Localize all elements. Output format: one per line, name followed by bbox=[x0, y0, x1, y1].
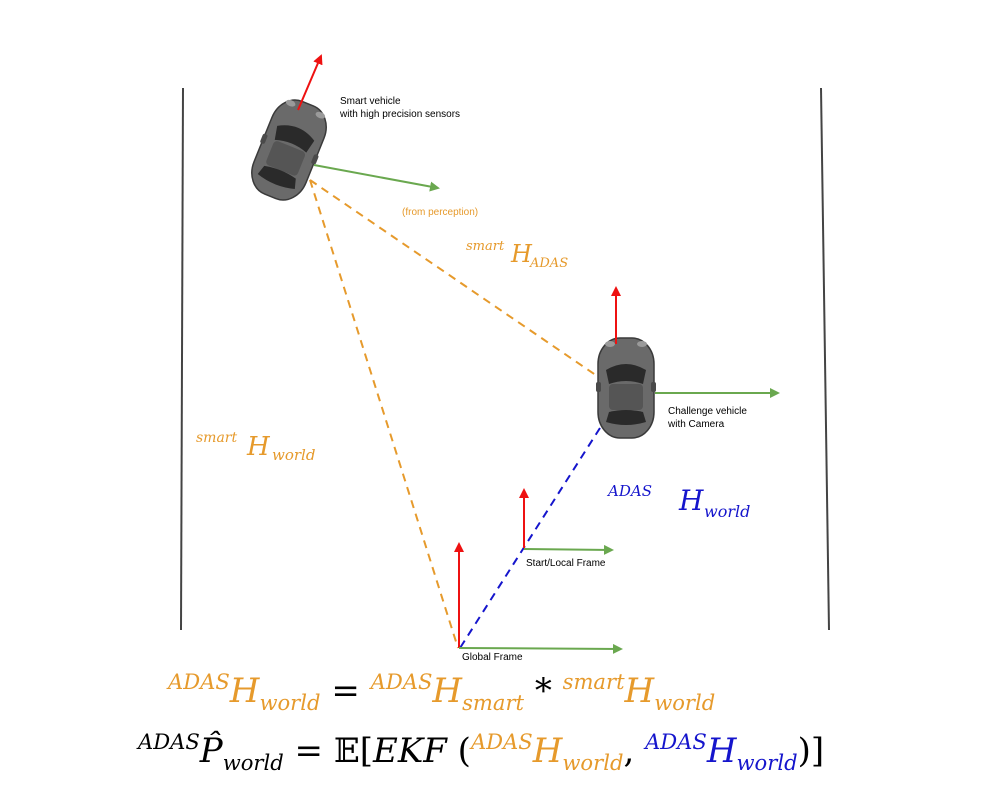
eq2-left-paren: ( bbox=[457, 731, 471, 771]
eq2-expectation: 𝔼 bbox=[333, 731, 360, 771]
global-frame-x-arrow bbox=[458, 643, 623, 654]
eq2-a2-sub: world bbox=[736, 750, 798, 775]
eq2-lhs-sup: ADAS bbox=[138, 728, 200, 754]
smart-vehicle-label-line1: Smart vehicle bbox=[340, 96, 401, 107]
smart-H-world-label: smart H world bbox=[196, 427, 315, 464]
eq2-right-paren: ) bbox=[797, 731, 811, 771]
eq2-ekf: EKF bbox=[373, 731, 447, 771]
eq1-lhs-base: H bbox=[229, 671, 260, 711]
eq1-equals: = bbox=[331, 671, 360, 711]
road-left-edge bbox=[180, 87, 184, 631]
eq2-a1-base: H bbox=[532, 731, 563, 771]
smart-vehicle-label-line2: with high precision sensors bbox=[339, 109, 460, 120]
eq2-left-bracket: [ bbox=[359, 731, 374, 771]
eq2-a1-sup: ADAS bbox=[470, 728, 533, 754]
smart-vehicle-heading-arrow bbox=[297, 54, 323, 111]
road-right-edge bbox=[820, 87, 830, 631]
global-frame-label: Global Frame bbox=[462, 652, 523, 663]
smart-vehicle-lateral-arrow bbox=[313, 164, 440, 192]
eq1-t2-sub: world bbox=[654, 690, 716, 715]
challenge-vehicle-icon bbox=[595, 337, 657, 439]
eq1-lhs-sub: world bbox=[259, 690, 321, 715]
smart-H-adas-label: smart H ADAS bbox=[466, 235, 568, 271]
eq1-times: * bbox=[534, 671, 552, 711]
start-local-frame-label: Start/Local Frame bbox=[526, 558, 606, 569]
eq2-a2-base: H bbox=[706, 731, 737, 771]
eq2-comma: , bbox=[623, 731, 635, 771]
eq1-t2-sup: smart bbox=[562, 668, 625, 694]
smart-to-adas-dashed-line bbox=[309, 179, 601, 379]
challenge-vehicle-label-line1: Challenge vehicle bbox=[668, 406, 747, 417]
eq1-t1-sup: ADAS bbox=[370, 668, 433, 694]
local-frame-x-arrow bbox=[523, 544, 614, 555]
equation-ekf-fusion: ADASP̂world = 𝔼[EKF (ADASHworld, ADASHwo… bbox=[138, 731, 825, 773]
eq2-a1-sub: world bbox=[562, 750, 624, 775]
from-perception-label: (from perception) bbox=[402, 207, 478, 218]
adas-H-world-label: ADAS H world bbox=[606, 481, 750, 521]
smart-vehicle-icon bbox=[241, 91, 337, 209]
eq1-t1-sub: smart bbox=[462, 690, 524, 715]
eq1-lhs-sup: ADAS bbox=[168, 668, 230, 694]
smart-to-world-dashed-line bbox=[309, 179, 459, 649]
adas-to-world-dashed-line bbox=[459, 427, 601, 649]
eq2-equals: = bbox=[294, 731, 324, 771]
equation-composition: ADASHworld = ADASHsmart * smartHworld bbox=[168, 671, 715, 713]
challenge-vehicle-label-line2: with Camera bbox=[667, 419, 725, 430]
eq1-t2-base: H bbox=[624, 671, 655, 711]
eq2-lhs-base: P̂ bbox=[199, 731, 223, 771]
eq2-a2-sup: ADAS bbox=[645, 728, 707, 754]
eq2-right-bracket: ] bbox=[810, 731, 825, 771]
eq2-lhs-sub: world bbox=[222, 750, 284, 775]
eq1-t1-base: H bbox=[432, 671, 463, 711]
